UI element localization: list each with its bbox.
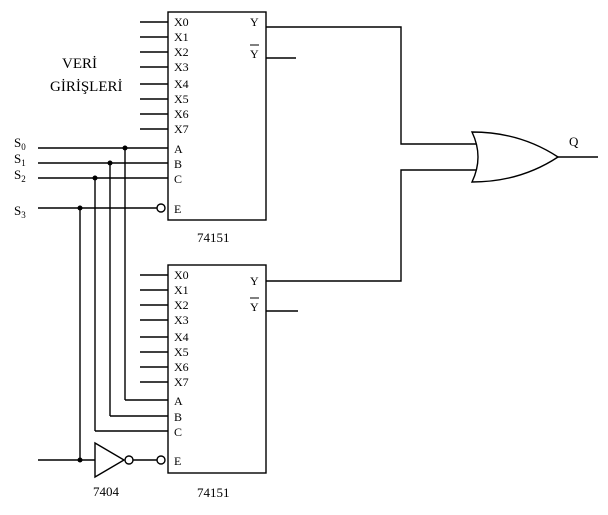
mux-top-c-label: C [174,172,182,186]
mux-bottom-x3-label: X3 [174,313,189,327]
mux-bottom-b-label: B [174,410,182,424]
mux-bottom-x4-label: X4 [174,330,189,344]
data-inputs-label-line2: GİRİŞLERİ [50,79,123,95]
mux-bottom-x6-label: X6 [174,360,189,374]
mux-bottom-body [167,264,267,474]
mux-top-body [167,11,267,221]
inverter-bubble [124,455,134,465]
junction-s1 [107,160,113,166]
s0-label: S0 [14,135,26,152]
mux-top: X0 X1 X2 X3 X4 X5 X6 X7 A B C E Y Y 7415… [140,11,296,245]
select-labels: S0 S1 S2 S3 [14,135,26,220]
mux-bottom-x1-label: X1 [174,283,189,297]
mux-top-x6-label: X6 [174,107,189,121]
mux-top-part-label: 74151 [197,230,230,245]
mux-top-x7-label: X7 [174,122,189,136]
mux-bottom-y-label: Y [250,274,259,288]
mux-top-x2-label: X2 [174,45,189,59]
mux-top-x3-label: X3 [174,60,189,74]
inverter-triangle [94,441,126,479]
mux-top-y-label: Y [250,15,259,29]
mux-bottom-x2-label: X2 [174,298,189,312]
mux-bottom-e-label: E [174,454,181,468]
mux-top-enable-bubble [156,203,166,213]
inverter-7404: 7404 [93,441,166,499]
mux-bottom-x5-label: X5 [174,345,189,359]
junction-s3-bottom [77,457,83,463]
mux-bottom-ybar-label: Y [250,300,259,314]
mux-top-input-stubs [140,21,168,130]
mux-top-ybar-label: Y [250,47,259,61]
mux-bottom-c-label: C [174,425,182,439]
mux-top-x4-label: X4 [174,77,189,91]
junction-s2 [92,175,98,181]
mux-top-x1-label: X1 [174,30,189,44]
output-wires [266,26,598,282]
s2-label: S2 [14,167,26,184]
mux-bottom-a-label: A [174,394,183,408]
s1-label: S1 [14,151,26,168]
mux-bottom-enable-bubble [156,455,166,465]
mux-top-e-label: E [174,202,181,216]
inverter-part-label: 7404 [93,484,120,499]
output-q-label: Q [569,134,579,149]
mux-top-a-label: A [174,142,183,156]
select-wires [38,145,168,463]
mux-top-b-label: B [174,157,182,171]
mux-top-x5-label: X5 [174,92,189,106]
mux-bottom: X0 X1 X2 X3 X4 X5 X6 X7 A B C E Y Y 7415… [140,264,298,500]
mux-bottom-x0-label: X0 [174,268,189,282]
or-gate-body [470,131,560,183]
mux-bottom-part-label: 74151 [197,485,230,500]
mux-bottom-x7-label: X7 [174,375,189,389]
or-gate [470,131,560,183]
mux-bottom-input-stubs [140,274,168,383]
junction-s0 [122,145,128,151]
data-inputs-label-line1: VERİ [62,56,97,72]
s3-label: S3 [14,203,26,220]
junction-s3-top [77,205,83,211]
mux-top-x0-label: X0 [174,15,189,29]
